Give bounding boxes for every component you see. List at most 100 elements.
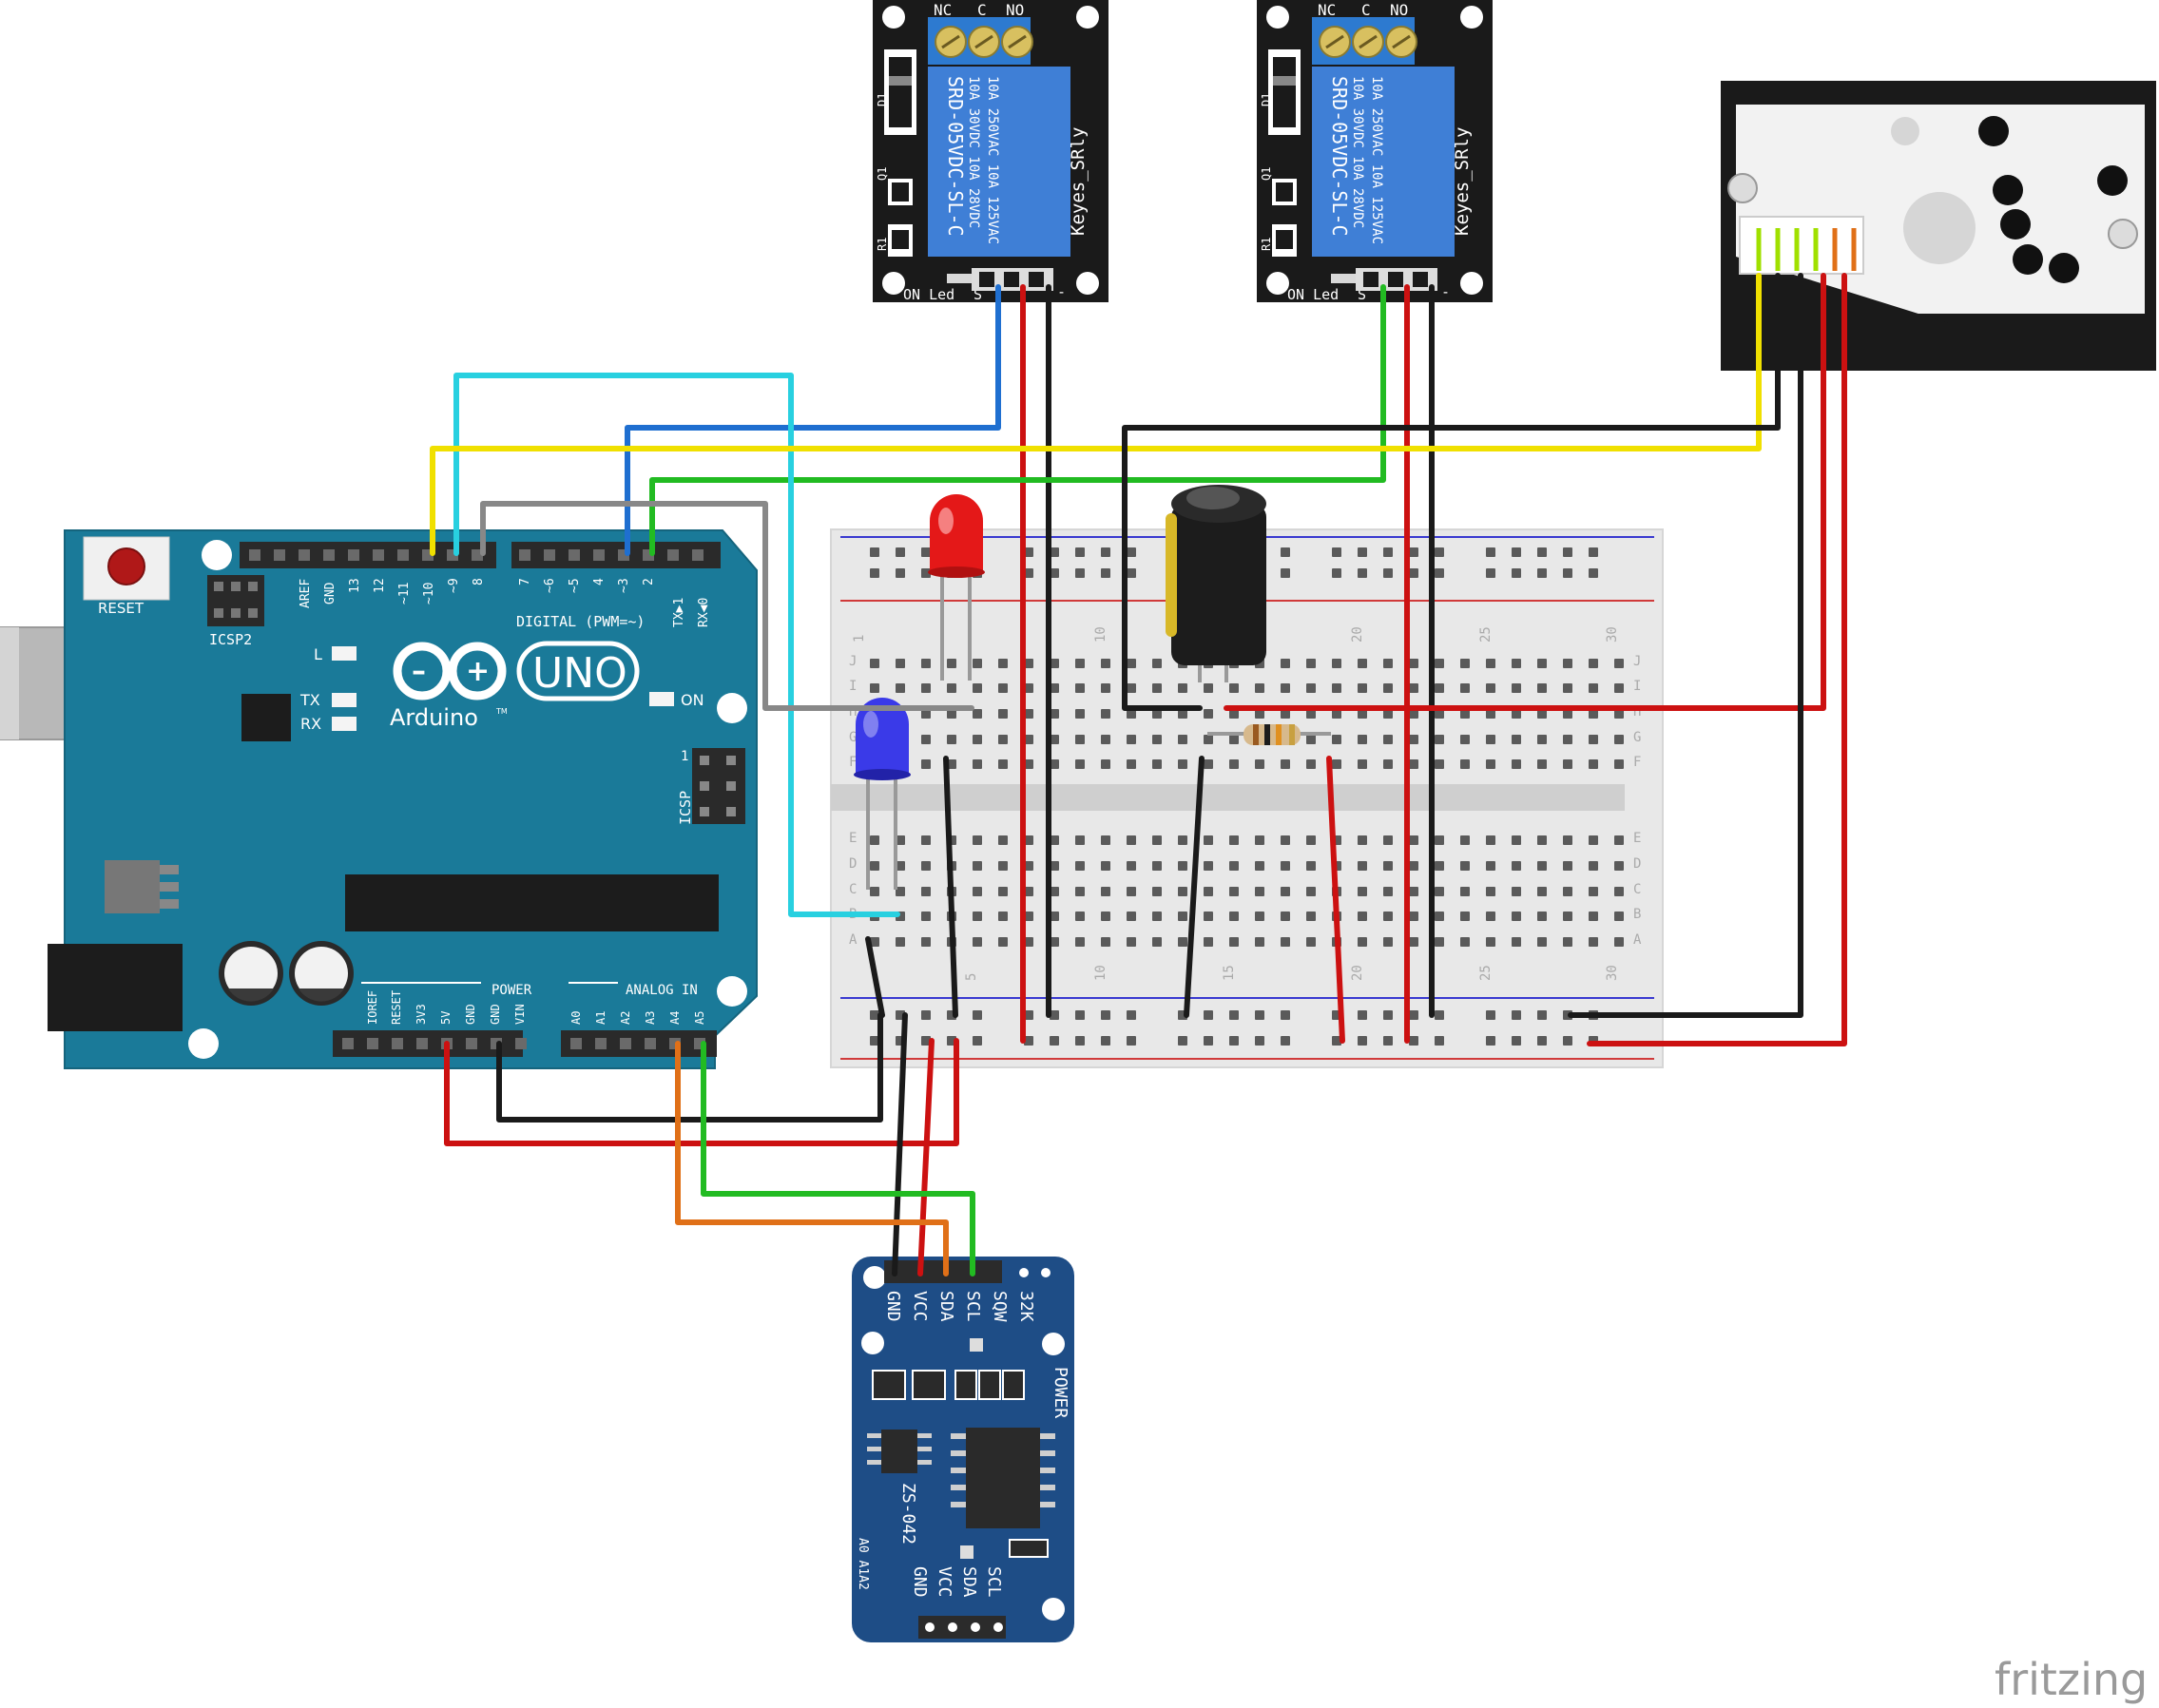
wire-red-sensor-rail bbox=[1587, 273, 1847, 1046]
rtc-bpin-gnd: GND bbox=[910, 1566, 930, 1598]
row-label-i: I bbox=[849, 679, 857, 694]
pin-label-4: 4 bbox=[592, 578, 607, 585]
pin-label-9: ~9 bbox=[447, 578, 461, 593]
wire-black-gnd bbox=[496, 1012, 883, 1123]
wire-black-led-gnd bbox=[943, 756, 958, 1018]
relay-body bbox=[928, 67, 1070, 257]
pin-label-gnd2: GND bbox=[489, 1004, 502, 1025]
row-label-g: G bbox=[849, 730, 857, 745]
pin-label-0: RX◀0 bbox=[697, 598, 711, 627]
pin-label-a4: A4 bbox=[668, 1011, 682, 1025]
relay-no-label: NO bbox=[1006, 1, 1024, 19]
wire-red-sensor-vled bbox=[1224, 273, 1826, 711]
row-label-e-r: E bbox=[1633, 831, 1641, 846]
relay-c-label: C bbox=[1361, 1, 1371, 19]
wire-black-rtc-gnd bbox=[892, 1012, 908, 1276]
l-label: L bbox=[314, 645, 322, 663]
power-label: POWER bbox=[492, 983, 532, 998]
icsp-label: ICSP bbox=[677, 791, 694, 825]
relay-name: Keyes_SRly bbox=[1452, 127, 1473, 236]
electrolytic-capacitor bbox=[1166, 485, 1266, 682]
relay-minus-label: - bbox=[1441, 283, 1450, 300]
rtc-model: ZS-042 bbox=[898, 1483, 918, 1545]
led-red bbox=[928, 494, 985, 681]
pin-label-a0: A0 bbox=[569, 1011, 583, 1025]
wire-cyan-pin9 bbox=[453, 373, 900, 917]
fritzing-watermark: fritzing bbox=[1995, 1654, 2148, 1705]
icsp2-label: ICSP2 bbox=[209, 631, 252, 648]
pin-label-12: 12 bbox=[373, 578, 387, 593]
wire-green-relay2-signal bbox=[649, 284, 1386, 556]
row-label-f-r: F bbox=[1633, 755, 1641, 770]
rtc-pin-scl: SCL bbox=[963, 1291, 983, 1322]
wire-orange-rtc-sda bbox=[675, 1041, 949, 1276]
breadboard-labels: 1 10 20 25 30 5 10 15 20 25 30 J I H G F… bbox=[849, 626, 1642, 981]
row-label-j-r: J bbox=[1633, 654, 1641, 669]
col-label-25: 25 bbox=[1478, 626, 1494, 643]
pin-label-gnd: GND bbox=[323, 582, 337, 605]
row-label-h: H bbox=[849, 704, 857, 720]
col-label-10b: 10 bbox=[1093, 965, 1108, 981]
relay-r1-label: R1 bbox=[1260, 238, 1273, 251]
wire-green-rtc-scl bbox=[701, 1041, 975, 1276]
wire-blue-relay1-signal bbox=[625, 284, 1001, 556]
uno-label: UNO bbox=[532, 649, 627, 698]
row-label-a-r: A bbox=[1633, 932, 1642, 948]
relay-onled-label: ON_Led bbox=[903, 286, 954, 303]
relay-model: SRD-05VDC-SL-C bbox=[1328, 76, 1351, 237]
pin-label-3: ~3 bbox=[617, 578, 631, 593]
row-label-j: J bbox=[849, 654, 857, 669]
pin-label-5: ~5 bbox=[568, 578, 582, 593]
arduino-board bbox=[64, 529, 758, 1069]
relay-s-label: S bbox=[1358, 286, 1366, 303]
relay-body bbox=[1312, 67, 1455, 257]
col-label-5b: 5 bbox=[964, 973, 979, 981]
row-label-c: C bbox=[849, 882, 857, 897]
dc-jack bbox=[48, 944, 183, 1031]
icsp-pin1-label: 1 bbox=[681, 749, 688, 764]
row-label-c-r: C bbox=[1633, 882, 1641, 897]
pin-label-aref: AREF bbox=[299, 579, 313, 608]
pin-label-5v: 5V bbox=[439, 1011, 453, 1025]
wire-red-res-vcc bbox=[1326, 756, 1345, 1044]
col-label-15b: 15 bbox=[1222, 965, 1237, 981]
rtc-pin-vcc: VCC bbox=[910, 1291, 930, 1322]
wire-yellow-pin10 bbox=[430, 273, 1762, 556]
digital-header-b bbox=[511, 542, 721, 568]
rtc-pin-sqw: SQW bbox=[990, 1291, 1010, 1322]
pin-label-a5: A5 bbox=[693, 1011, 706, 1025]
rx-label: RX bbox=[300, 715, 321, 733]
pin-label-a3: A3 bbox=[644, 1011, 657, 1025]
relay-nc-label: NC bbox=[934, 1, 952, 19]
tx-label: TX bbox=[299, 691, 320, 709]
col-label-25b: 25 bbox=[1478, 965, 1494, 981]
relay-model: SRD-05VDC-SL-C bbox=[944, 76, 967, 237]
wires bbox=[430, 273, 1847, 1276]
analog-label: ANALOG IN bbox=[626, 983, 698, 998]
relay-rating-2: 10A 30VDC 10A 28VDC bbox=[1350, 76, 1365, 228]
rtc-pin-sda: SDA bbox=[936, 1291, 956, 1322]
small-chip bbox=[241, 694, 291, 741]
relay-rating-1: 10A 250VAC 10A 125VAC bbox=[1369, 76, 1384, 244]
relay-minus-label: - bbox=[1057, 283, 1066, 300]
rtc-power-label: POWER bbox=[1051, 1367, 1070, 1418]
pin-label-vin: VIN bbox=[513, 1004, 527, 1025]
pin-label-6: ~6 bbox=[543, 578, 557, 593]
led-blue bbox=[854, 698, 911, 890]
pin-label-13: 13 bbox=[348, 578, 362, 593]
relay-d1-label: D1 bbox=[1260, 93, 1273, 106]
relay-q1-label: Q1 bbox=[876, 167, 889, 181]
pin-label-11: ~11 bbox=[397, 583, 412, 605]
svg-text:–: – bbox=[412, 655, 426, 688]
wire-black-blue-led bbox=[865, 936, 885, 1018]
wire-black-cap-gnd bbox=[1184, 756, 1205, 1018]
row-label-f: F bbox=[849, 755, 857, 770]
pin-label-2: 2 bbox=[642, 578, 656, 585]
arduino-logo-icon bbox=[393, 642, 507, 700]
rtc-pin-gnd: GND bbox=[883, 1291, 903, 1322]
row-label-a: A bbox=[849, 932, 858, 948]
relay-rating-1: 10A 250VAC 10A 125VAC bbox=[985, 76, 1000, 244]
